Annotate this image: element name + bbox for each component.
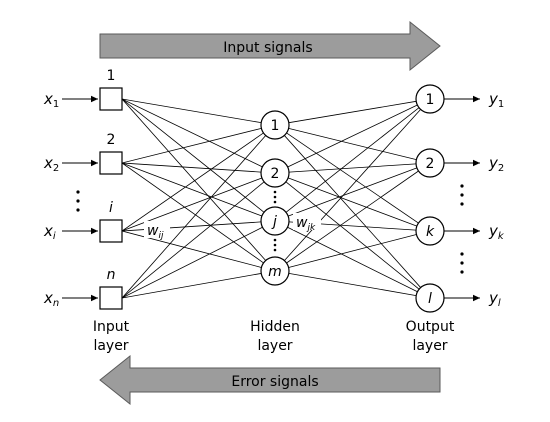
link-input-2-hidden-0 xyxy=(121,132,264,232)
input-node-box-1 xyxy=(99,87,123,111)
link-hidden-2-output-1 xyxy=(287,167,418,217)
hidden-node-j xyxy=(260,206,290,236)
output-node-k xyxy=(415,216,445,246)
hidden-node-2 xyxy=(260,158,290,188)
hidden-ellipsis-upper xyxy=(273,190,277,204)
weight-ij-background xyxy=(144,221,170,238)
link-hidden-0-output-2 xyxy=(286,132,419,224)
link-input-1-hidden-0 xyxy=(121,127,262,164)
link-hidden-1-output-3 xyxy=(285,181,420,290)
hidden-node-m xyxy=(260,256,290,286)
input-signals-label: Input signals xyxy=(223,40,312,56)
input-node-box-2 xyxy=(99,151,123,175)
output-node-label-2: 2 xyxy=(426,156,435,172)
link-hidden-2-output-3 xyxy=(287,226,418,293)
link-input-0-hidden-3 xyxy=(121,98,266,261)
output-node-2 xyxy=(415,148,445,178)
output-var-1: y1 xyxy=(488,90,504,110)
error-signals-arrow xyxy=(99,354,441,406)
link-hidden-3-output-2 xyxy=(288,234,417,268)
input-var-i: xi xyxy=(43,222,56,242)
input-node-number-1: 1 xyxy=(107,68,116,84)
output-var-l: yl xyxy=(488,289,501,309)
output-layer-label-line1: Output xyxy=(406,319,455,335)
output-var-k: yk xyxy=(488,222,505,242)
input-node-box-i xyxy=(99,219,123,243)
input-signals-arrow xyxy=(99,20,441,72)
hidden-node-label-2: 2 xyxy=(271,166,280,182)
output-node-label-l: l xyxy=(428,291,432,307)
link-input-1-hidden-3 xyxy=(121,162,264,264)
link-hidden-0-output-3 xyxy=(284,135,421,288)
link-input-3-hidden-2 xyxy=(121,226,263,299)
link-hidden-1-output-2 xyxy=(287,177,418,227)
hidden-ellipsis-lower xyxy=(273,238,277,252)
input-signals-banner: Input signals xyxy=(99,20,441,72)
link-input-3-hidden-3 xyxy=(121,273,262,299)
output-node-label-1: 1 xyxy=(426,92,435,108)
output-ellipsis-lower xyxy=(460,252,464,274)
input-variables: x1 x2 xi xn xyxy=(43,90,59,309)
link-input-0-hidden-1 xyxy=(121,98,263,168)
hidden-node-label-1: 1 xyxy=(271,118,280,134)
link-input-0-hidden-0 xyxy=(121,98,262,124)
weight-jk-label: wjk xyxy=(296,215,316,233)
hidden-layer-label-line1: Hidden xyxy=(250,319,300,335)
link-input-0-hidden-2 xyxy=(121,98,265,213)
link-hidden-2-output-0 xyxy=(285,107,420,213)
output-ellipsis-upper xyxy=(460,184,464,206)
link-input-2-hidden-3 xyxy=(121,230,262,268)
link-hidden-3-output-1 xyxy=(286,170,419,264)
link-hidden-3-output-3 xyxy=(288,273,417,296)
hidden-node-1 xyxy=(260,110,290,140)
link-hidden-1-output-1 xyxy=(288,163,417,173)
link-hidden-0-output-0 xyxy=(288,100,417,124)
link-input-1-hidden-2 xyxy=(121,162,263,217)
layer-labels: Input layer Hidden layer Output layer xyxy=(93,319,455,354)
connections xyxy=(121,98,421,299)
link-hidden-3-output-0 xyxy=(284,109,421,261)
hidden-node-label-m: m xyxy=(268,264,282,280)
hidden-node-label-j: j xyxy=(271,214,277,230)
output-layer: 1 2 k l xyxy=(415,84,464,313)
input-var-n: xn xyxy=(43,289,59,309)
input-node-number-n: n xyxy=(107,267,116,283)
input-layer-label-line2: layer xyxy=(93,338,128,354)
output-node-1 xyxy=(415,84,445,114)
output-layer-label-line2: layer xyxy=(412,338,447,354)
link-input-3-hidden-0 xyxy=(121,135,267,299)
input-node-number-2: 2 xyxy=(107,132,116,148)
error-signals-banner: Error signals xyxy=(99,354,441,406)
output-var-2: y2 xyxy=(488,154,504,174)
error-signals-label: Error signals xyxy=(231,374,318,390)
input-node-number-i: i xyxy=(109,200,113,216)
weight-labels: wij wjk xyxy=(144,213,321,241)
link-input-3-hidden-1 xyxy=(121,181,265,299)
output-node-label-k: k xyxy=(426,224,435,240)
link-hidden-1-output-0 xyxy=(287,104,418,168)
input-node-box-n xyxy=(99,286,123,310)
weight-ij-label: wij xyxy=(147,223,164,241)
input-var-1: x1 xyxy=(43,90,59,110)
link-hidden-0-output-1 xyxy=(288,127,417,161)
input-var-2: x2 xyxy=(43,154,59,174)
link-input-1-hidden-1 xyxy=(121,162,262,173)
output-variables: y1 y2 yk yl xyxy=(488,90,505,309)
input-layer-label-line1: Input xyxy=(93,319,130,335)
output-arrows xyxy=(444,95,480,302)
input-layer: 1 2 i n xyxy=(76,68,123,310)
input-arrows xyxy=(62,95,98,302)
hidden-layer-label-line2: layer xyxy=(257,338,292,354)
output-node-l xyxy=(415,283,445,313)
weight-jk-background xyxy=(293,213,321,230)
input-ellipsis xyxy=(76,190,80,212)
hidden-layer: 1 2 j m xyxy=(260,110,290,286)
